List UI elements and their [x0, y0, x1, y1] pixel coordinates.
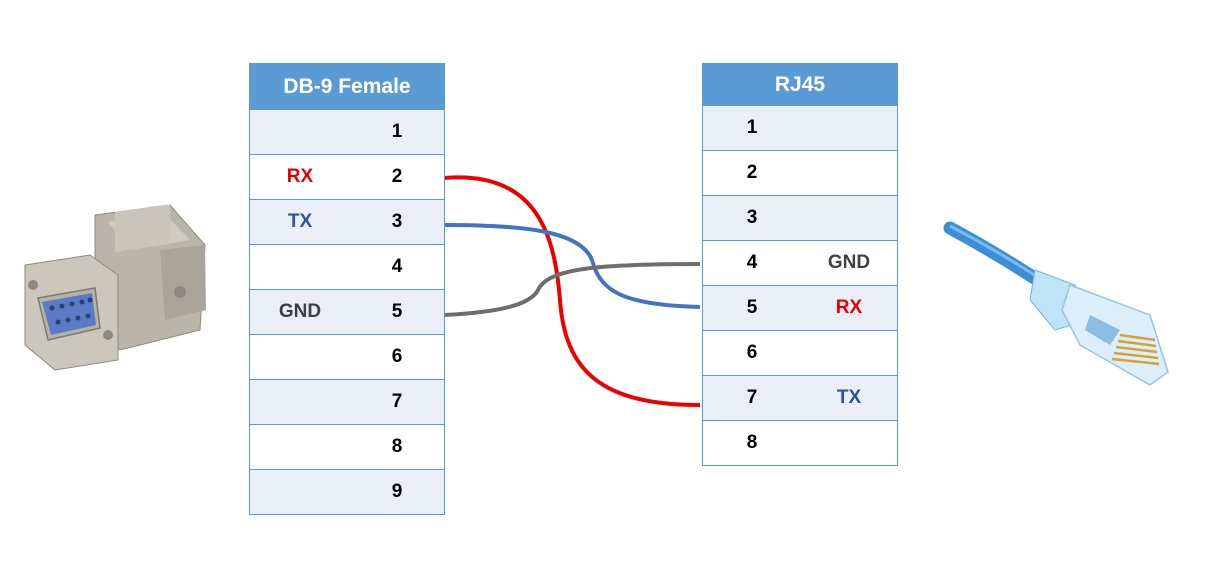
- rj45-pin-number: 8: [746, 432, 758, 453]
- rj45-row-pin-1: 1: [703, 105, 897, 150]
- rj45-signal-label: [801, 421, 897, 465]
- db9-signal-label: [250, 335, 350, 379]
- db9-row-pin-5: GND 5: [250, 289, 444, 334]
- db9-signal-label: GND: [278, 301, 322, 322]
- db9-row-pin-9: 9: [250, 469, 444, 514]
- rj45-pin-number: 2: [746, 162, 758, 183]
- rj45-pin-number: 6: [746, 342, 758, 363]
- db9-row-pin-8: 8: [250, 424, 444, 469]
- db9-pin-number: 1: [391, 121, 403, 142]
- db9-table-title: DB-9 Female: [250, 64, 444, 109]
- db9-signal-label: [250, 110, 350, 154]
- db9-pin-number: 5: [391, 301, 403, 322]
- rj45-signal-label: [801, 196, 897, 240]
- db9-row-pin-6: 6: [250, 334, 444, 379]
- db9-adapter-image: [24, 204, 206, 371]
- db9-row-pin-3: TX 3: [250, 199, 444, 244]
- db9-row-pin-1: 1: [250, 109, 444, 154]
- db9-pin-number: 8: [391, 436, 403, 457]
- db9-row-pin-4: 4: [250, 244, 444, 289]
- rj45-signal-label: RX: [835, 297, 863, 318]
- rj45-signal-label: [801, 331, 897, 375]
- rj45-row-pin-6: 6: [703, 330, 897, 375]
- db9-signal-label: [250, 470, 350, 514]
- db9-pin-number: 7: [391, 391, 403, 412]
- rj45-pin-number: 7: [746, 387, 758, 408]
- wire-db9-rx-to-rj45-tx: [443, 175, 701, 407]
- rj45-signal-label: TX: [836, 387, 862, 408]
- rj45-pin-number: 3: [746, 207, 758, 228]
- db9-pin-number: 3: [391, 211, 403, 232]
- rj45-row-pin-5: 5 RX: [703, 285, 897, 330]
- rj45-signal-label: GND: [827, 252, 871, 273]
- rj45-signal-label: [801, 151, 897, 195]
- rj45-cable-image: [943, 221, 1169, 386]
- db9-pin-number: 4: [391, 256, 403, 277]
- db9-pin-number: 2: [391, 166, 403, 187]
- db9-signal-label: [250, 245, 350, 289]
- rj45-signal-label: [801, 106, 897, 150]
- rj45-row-pin-2: 2: [703, 150, 897, 195]
- db9-row-pin-2: RX 2: [250, 154, 444, 199]
- rj45-pin-number: 1: [746, 117, 758, 138]
- db9-pin-number: 6: [391, 346, 403, 367]
- db9-row-pin-7: 7: [250, 379, 444, 424]
- rj45-table-title: RJ45: [703, 64, 897, 105]
- db9-signal-label: TX: [287, 211, 313, 232]
- db9-signal-label: [250, 425, 350, 469]
- rj45-rows: 1 2 3 4 GND 5 RX 6 7 TX 8: [703, 105, 897, 465]
- db9-signal-label: [250, 380, 350, 424]
- rj45-row-pin-7: 7 TX: [703, 375, 897, 420]
- wire-db9-gnd-to-rj45-gnd: [443, 262, 701, 317]
- rj45-pin-table: RJ45 1 2 3 4 GND 5 RX 6 7 TX 8: [702, 63, 898, 466]
- rj45-pin-number: 4: [746, 252, 758, 273]
- rj45-row-pin-3: 3: [703, 195, 897, 240]
- rj45-pin-number: 5: [746, 297, 758, 318]
- db9-pin-number: 9: [391, 481, 403, 502]
- wire-db9-tx-to-rj45-rx: [443, 223, 701, 309]
- rj45-row-pin-8: 8: [703, 420, 897, 465]
- db9-signal-label: RX: [286, 166, 314, 187]
- rj45-row-pin-4: 4 GND: [703, 240, 897, 285]
